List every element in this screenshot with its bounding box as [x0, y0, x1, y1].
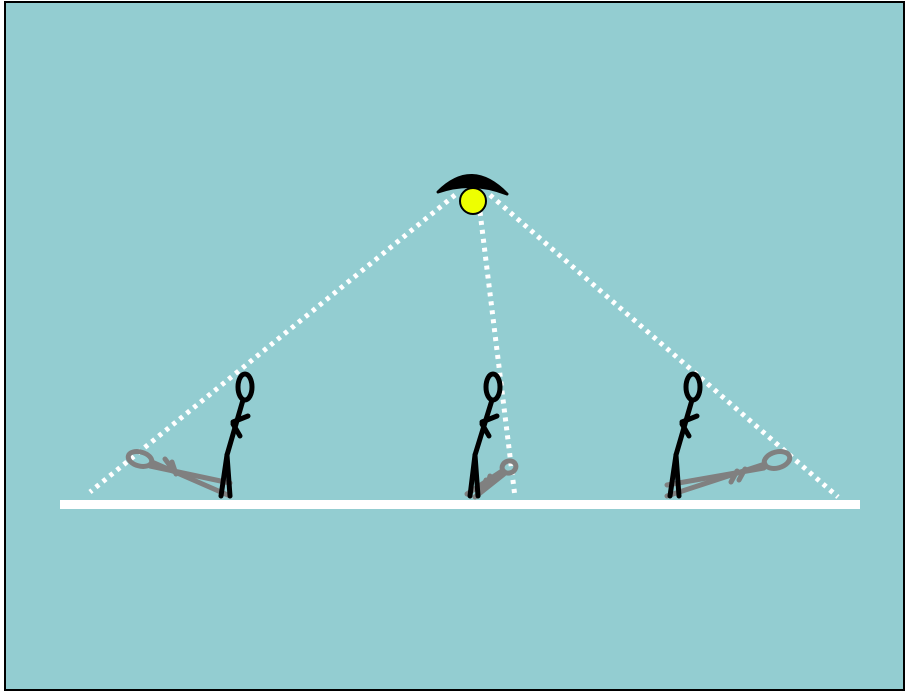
- stick-figure-icon: [467, 371, 503, 499]
- shadow-icon: [125, 449, 233, 499]
- stick-figure-icon: [218, 371, 255, 499]
- ground-line: [60, 500, 860, 509]
- shadow-icon: [664, 449, 793, 499]
- bulb-icon: [459, 187, 487, 215]
- background: [4, 1, 905, 691]
- ray-left: [88, 193, 457, 494]
- figure-left: [125, 371, 255, 499]
- lamp-shade: [436, 174, 509, 196]
- lamp-icon: [436, 174, 509, 215]
- ray-middle: [477, 211, 518, 498]
- light-rays: [88, 193, 840, 499]
- figure-right: [664, 371, 793, 499]
- figure-middle: [464, 371, 519, 500]
- stick-figure-icon: [667, 371, 703, 499]
